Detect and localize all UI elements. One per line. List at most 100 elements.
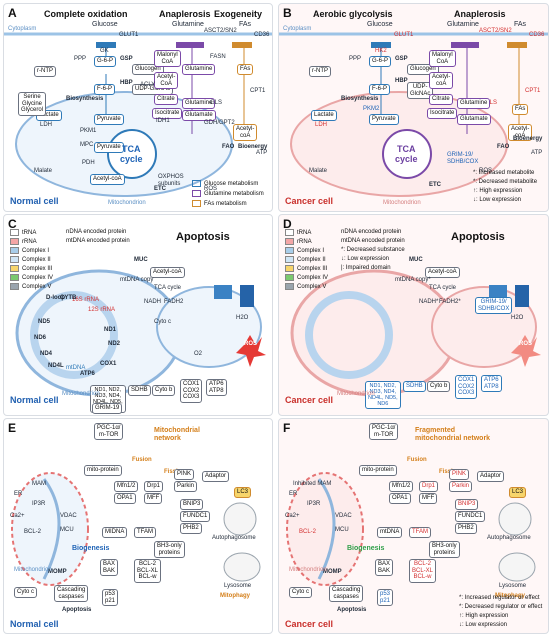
label-fao: FAO — [497, 144, 510, 150]
legend-increased: *: Increased regulator or effect — [459, 595, 540, 601]
legend-complex-4: Complex IV — [10, 274, 53, 281]
transporter-glut1: GLUT1 — [394, 32, 414, 38]
box-glutamate: Glutamate — [457, 114, 491, 125]
box-fundc1: FUNDC1 — [455, 511, 486, 522]
box-phb2: PHB2 — [455, 523, 477, 534]
label-mpc: MPC — [80, 142, 94, 148]
legend-ndna: nDNA encoded protein — [66, 229, 127, 235]
apoptosis-title: Apoptosis — [451, 231, 505, 243]
label-tca-cycle: TCA cycle — [429, 285, 457, 291]
box-malonyl-coa: Malonyl CoA — [429, 50, 456, 68]
box-bcl2: BCL-2 BCL-XL BCL-w — [409, 559, 437, 583]
label-ros: ROS — [479, 168, 493, 174]
legend-mtdna: mtDNA encoded protein — [66, 238, 130, 244]
label-lysosome: Lysosome — [224, 583, 252, 589]
box-pyruvate-mito: Pyruvate — [94, 142, 124, 153]
label-ldh: LDH — [40, 122, 53, 128]
legend-complex-3: Complex III — [285, 265, 327, 272]
box-malonyl-coa: Malonyl CoA — [154, 50, 181, 68]
box-drp1: Drp1 — [419, 481, 439, 492]
label-mam: MAM — [32, 481, 46, 487]
box-g6p: G-6-P — [94, 56, 117, 67]
box-f6p: F-6-P — [369, 84, 390, 95]
label-apoptosis: Apoptosis — [337, 607, 367, 613]
box-mff: MFF — [419, 493, 438, 504]
box-mtdna: MIDNA — [102, 527, 128, 538]
title-aerobic-glycolysis: Aerobic glycolysis — [313, 9, 393, 19]
cytoplasm-label: Cytoplasm — [8, 26, 37, 32]
cell-label-cancer: Cancer cell — [285, 196, 334, 206]
box-isocitrate: Isocitrate — [427, 108, 458, 119]
gene-nd4: ND4 — [40, 351, 53, 357]
label-hbp: HBP — [395, 78, 408, 84]
label-mcu: MCU — [60, 527, 74, 533]
enzyme-hk2: HK2 — [375, 48, 387, 54]
legend-ndna: nDNA encoded protein — [341, 229, 402, 235]
label-vdac: VDAC — [335, 513, 352, 519]
label-muc: MUC — [134, 257, 148, 263]
label-etc: ETC — [429, 182, 441, 188]
box-fundc1: FUNDC1 — [180, 511, 211, 522]
label-nadh: NADH — [144, 299, 162, 305]
gene-nd4l: ND4L — [48, 363, 64, 369]
label-bcl2-mam: BCL-2 — [299, 529, 317, 535]
mito-label: Mitochondrion — [383, 200, 421, 206]
legend-complex-2: Complex II — [10, 256, 51, 263]
label-fadh2: FADH2 — [164, 299, 184, 305]
label-12s-rrna: 12S rRNA — [88, 307, 116, 313]
box-caspases: Cascading caspases — [54, 585, 89, 603]
legend-high: ↑: High expression — [459, 613, 509, 619]
label-ca: Ca2+ — [285, 513, 300, 519]
label-inhibited-mam: Inhibited MAM — [293, 481, 332, 487]
label-oxphos: OXPHOS subunits — [158, 174, 184, 187]
legend-decreased: *: Decreased substance — [341, 247, 405, 253]
legend-glutamine: Glutamine metabolism — [192, 190, 264, 197]
gene-atp6: ATP6 — [80, 371, 95, 377]
legend-trna: tRNA — [285, 229, 311, 236]
label-ppp: PPP — [349, 56, 362, 62]
label-mitophagy: Mitophagy — [495, 593, 525, 599]
box-isocitrate: Isocitrate — [152, 108, 183, 119]
mito-label: Mitochondrion — [289, 567, 327, 573]
nutrient-glucose: Glucose — [367, 21, 393, 28]
panel-letter: E — [8, 421, 17, 435]
cell-label-cancer: Cancer cell — [285, 395, 334, 405]
transporter-glut1: GLUT1 — [119, 32, 139, 38]
enzyme-pkm2: PKM2 — [363, 106, 380, 112]
nutrient-fas: FAs — [239, 21, 252, 28]
box-atp: ATP6 ATP8 — [206, 379, 227, 397]
label-mcu: MCU — [335, 527, 349, 533]
label-grim19: GRIM-19/ SDHB/COX — [447, 152, 479, 165]
label-autophagosome: Autophagosome — [487, 535, 531, 541]
label-h2o: H2O — [511, 315, 524, 321]
box-udp-glcnac: UDP-GlcNAc — [132, 84, 174, 95]
label-ip3r: IP3R — [307, 501, 321, 507]
box-lactate: Lactate — [311, 110, 337, 121]
label-malate: Malate — [309, 168, 328, 174]
box-mito-protein: mito-protein — [359, 465, 397, 476]
label-bcl2-mam: BCL-2 — [24, 529, 42, 535]
legend-increased: *: Increased metabolite — [473, 170, 535, 176]
box-parkin: Parkin — [449, 481, 473, 492]
label-pkm1: PKM1 — [80, 128, 97, 134]
box-bh3: BH3-only proteins — [154, 541, 185, 559]
label-er: ER — [289, 491, 298, 497]
label-ip3r: IP3R — [32, 501, 46, 507]
box-glutamate: Glutamate — [182, 110, 216, 121]
box-r-ntp: r-NTP — [309, 66, 331, 77]
label-mtdna-copy: mtDNA copy — [120, 277, 154, 283]
legend-rrna: rRNA — [10, 238, 37, 245]
box-glucogen: Glucogen — [407, 64, 439, 75]
label-atp: ATP — [531, 150, 543, 156]
box-pgc1a: PGC-1α/ m-TOR — [94, 423, 124, 441]
label-mtdna-copy: mtDNA copy* — [395, 277, 431, 283]
label-malate: Malate — [34, 168, 53, 174]
box-udp-glcnac: UDP- GlcNAc — [407, 82, 434, 100]
title-anaplerosis: Anaplerosis — [454, 9, 506, 19]
box-pgc1a: PGC-1α/ m-TOR — [369, 423, 399, 441]
panel-letter: D — [283, 217, 292, 231]
box-mtdna: mtDNA — [377, 527, 403, 538]
box-grim19: GRIM-19/ SDHB/COX — [475, 297, 513, 315]
box-opa1: OPA1 — [389, 493, 411, 504]
box-sdhb: SDHB — [128, 385, 151, 396]
